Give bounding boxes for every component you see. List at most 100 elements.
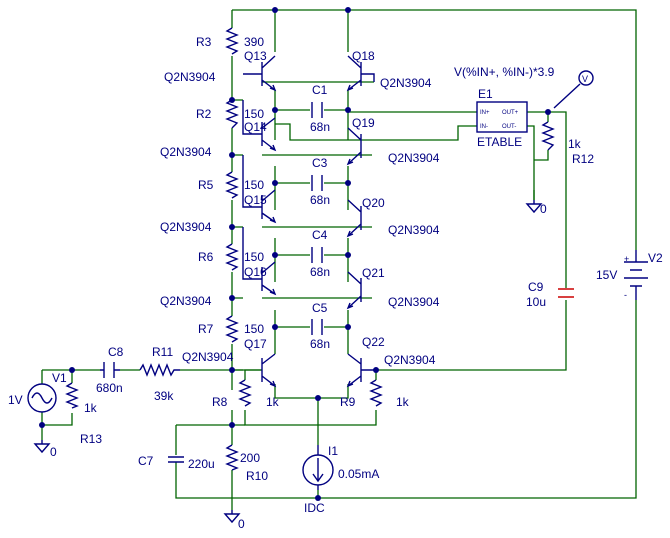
label-Q18: Q18 xyxy=(352,49,375,63)
e1-out-plus: OUT+ xyxy=(502,110,519,116)
capacitor-C7 xyxy=(168,456,184,463)
model-Q15: Q2N3904 xyxy=(160,220,212,234)
capacitors xyxy=(100,102,574,463)
resistor-R13 xyxy=(65,382,79,409)
value-C8: 680n xyxy=(96,381,123,395)
ground-symbol-3 xyxy=(525,200,543,214)
label-R8: R8 xyxy=(212,395,228,409)
capacitor-C1 xyxy=(311,102,323,118)
source-V1 xyxy=(27,383,57,413)
transistor-Q18 xyxy=(346,55,375,92)
capacitor-C8 xyxy=(100,362,120,378)
transistor-Q22 xyxy=(346,353,376,388)
value-C3: 68n xyxy=(310,193,330,207)
label-R5: R5 xyxy=(198,178,214,192)
label-R3: R3 xyxy=(196,35,212,49)
label-Q13: Q13 xyxy=(244,49,267,63)
label-C3: C3 xyxy=(312,156,328,170)
capacitor-C4 xyxy=(311,247,323,263)
voltage-probe-icon xyxy=(553,70,594,109)
value-R9: 1k xyxy=(396,395,410,409)
label-I1: I1 xyxy=(328,444,338,458)
model-Q22: Q2N3904 xyxy=(384,353,436,367)
value-R8: 1k xyxy=(266,395,280,409)
e1-in-minus: IN- xyxy=(480,124,488,130)
model-Q18: Q2N3904 xyxy=(380,76,432,90)
label-E1: E1 xyxy=(478,87,493,101)
label-V1: V1 xyxy=(52,371,67,385)
current-source-I1 xyxy=(302,445,334,490)
transistor-Q19 xyxy=(346,127,362,166)
resistor-R10 xyxy=(225,444,239,471)
capacitor-C5 xyxy=(311,319,323,335)
gnd-label-2: 0 xyxy=(238,517,245,531)
model-Q16: Q2N3904 xyxy=(160,294,212,308)
label-R13: R13 xyxy=(80,432,102,446)
model-Q21: Q2N3904 xyxy=(388,295,440,309)
ground-symbol-1 xyxy=(223,510,241,524)
label-R2: R2 xyxy=(196,107,212,121)
label-C5: C5 xyxy=(312,301,328,315)
value-R7: 150 xyxy=(244,322,264,336)
transistor-Q15 xyxy=(242,155,277,224)
resistors xyxy=(65,27,555,471)
transistor-Q16 xyxy=(242,227,277,296)
resistor-R5 xyxy=(225,171,239,199)
label-C1: C1 xyxy=(312,83,328,97)
transistor-Q20 xyxy=(346,199,362,238)
label-Q19: Q19 xyxy=(352,116,375,130)
label-Q14: Q14 xyxy=(244,120,267,134)
model-Q14: Q2N3904 xyxy=(160,145,212,159)
etable-E1 xyxy=(476,101,528,133)
value-V1: 1V xyxy=(8,393,23,407)
battery-V2 xyxy=(624,250,648,300)
value-C4: 68n xyxy=(310,265,330,279)
value-R11: 39k xyxy=(154,389,174,403)
e1-in-plus: IN+ xyxy=(480,110,490,116)
resistor-R6 xyxy=(225,243,239,271)
ground-symbol-2 xyxy=(33,440,51,454)
label-C9: C9 xyxy=(528,280,544,294)
label-C7: C7 xyxy=(138,454,154,468)
resistor-R3 xyxy=(225,27,239,55)
v2-minus: - xyxy=(624,290,627,300)
value-C1: 68n xyxy=(310,120,330,134)
transistor-Q14 xyxy=(242,100,277,152)
v2-plus: + xyxy=(624,254,629,264)
resistor-R9 xyxy=(369,379,383,407)
junctions xyxy=(39,7,551,501)
expression-E1: V(%IN+, %IN-)*3.9 xyxy=(454,65,555,79)
sources xyxy=(27,250,648,490)
label-Q20: Q20 xyxy=(362,196,385,210)
value-R2: 150 xyxy=(244,107,264,121)
model-Q20: Q2N3904 xyxy=(388,223,440,237)
value-I1: 0.05mA xyxy=(338,467,379,481)
capacitor-C9 xyxy=(558,288,574,298)
labels: R3 390 Q13 Q18 Q2N3904 Q2N3904 C1 R2 150… xyxy=(8,35,663,531)
value-C7: 220u xyxy=(188,457,215,471)
label-V2: V2 xyxy=(648,251,663,265)
label-R12: R12 xyxy=(572,152,594,166)
gnd-label-1: 0 xyxy=(50,445,57,459)
value-R10: 200 xyxy=(240,451,260,465)
probe-letter: V xyxy=(582,74,588,84)
value-R6: 150 xyxy=(244,250,264,264)
value-C9: 10u xyxy=(526,295,546,309)
label-Q22: Q22 xyxy=(362,335,385,349)
value-C5: 68n xyxy=(310,337,330,351)
label-Q15: Q15 xyxy=(244,193,267,207)
type-I1: IDC xyxy=(304,501,325,515)
transistor-Q21 xyxy=(346,271,362,310)
label-R10: R10 xyxy=(246,469,268,483)
value-R5: 150 xyxy=(244,178,264,192)
resistor-R7 xyxy=(225,315,239,343)
transistor-Q13 xyxy=(243,55,277,92)
label-R9: R9 xyxy=(340,395,356,409)
value-R3: 390 xyxy=(244,35,264,49)
resistor-R11 xyxy=(139,363,180,377)
label-Q17: Q17 xyxy=(244,337,267,351)
transistor-Q17 xyxy=(261,353,277,388)
e1-out-minus: OUT- xyxy=(502,124,516,130)
